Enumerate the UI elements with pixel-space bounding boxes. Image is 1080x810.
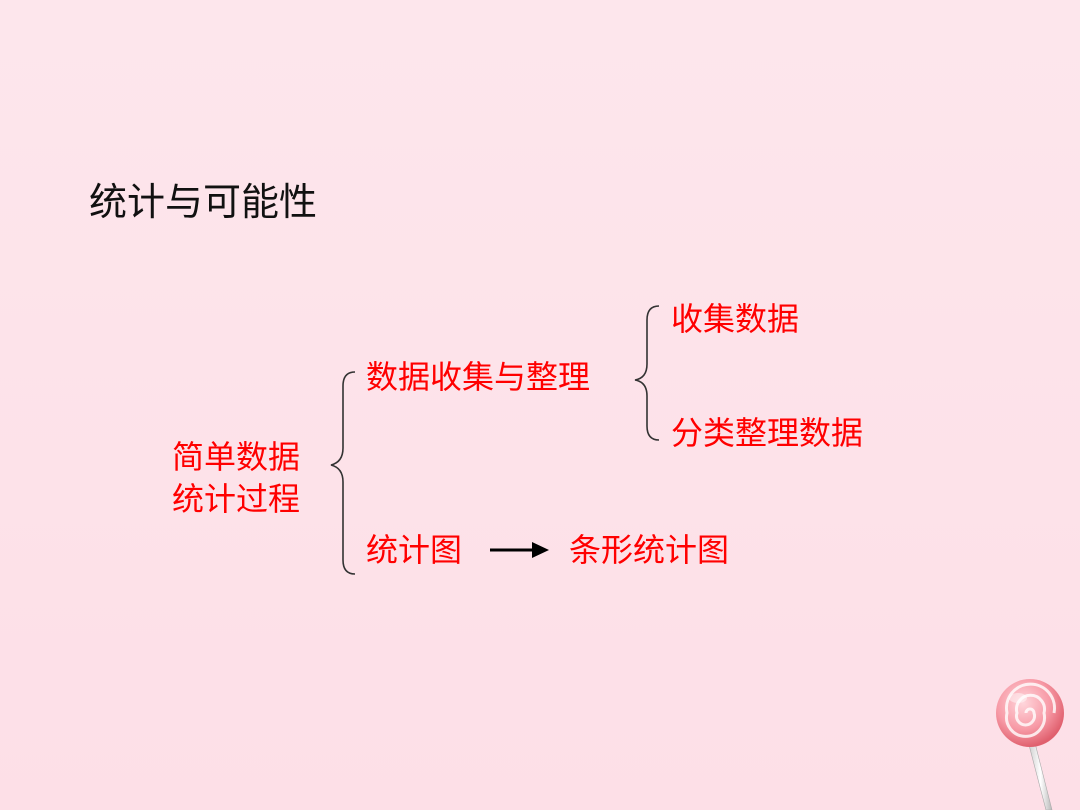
leaf-collect-data: 收集数据 (671, 300, 800, 338)
branch-collect-organize: 数据收集与整理 (366, 358, 591, 396)
bar-chart-node: 条形统计图 (569, 531, 730, 569)
arrow-icon (490, 542, 549, 558)
collect-brace (634, 305, 660, 441)
diagram-root: 简单数据 统计过程 (172, 438, 301, 518)
leaf-classify-data: 分类整理数据 (671, 414, 864, 452)
branch-statistical-chart: 统计图 (366, 531, 463, 569)
root-brace (330, 371, 356, 575)
page-title: 统计与可能性 (89, 180, 318, 224)
